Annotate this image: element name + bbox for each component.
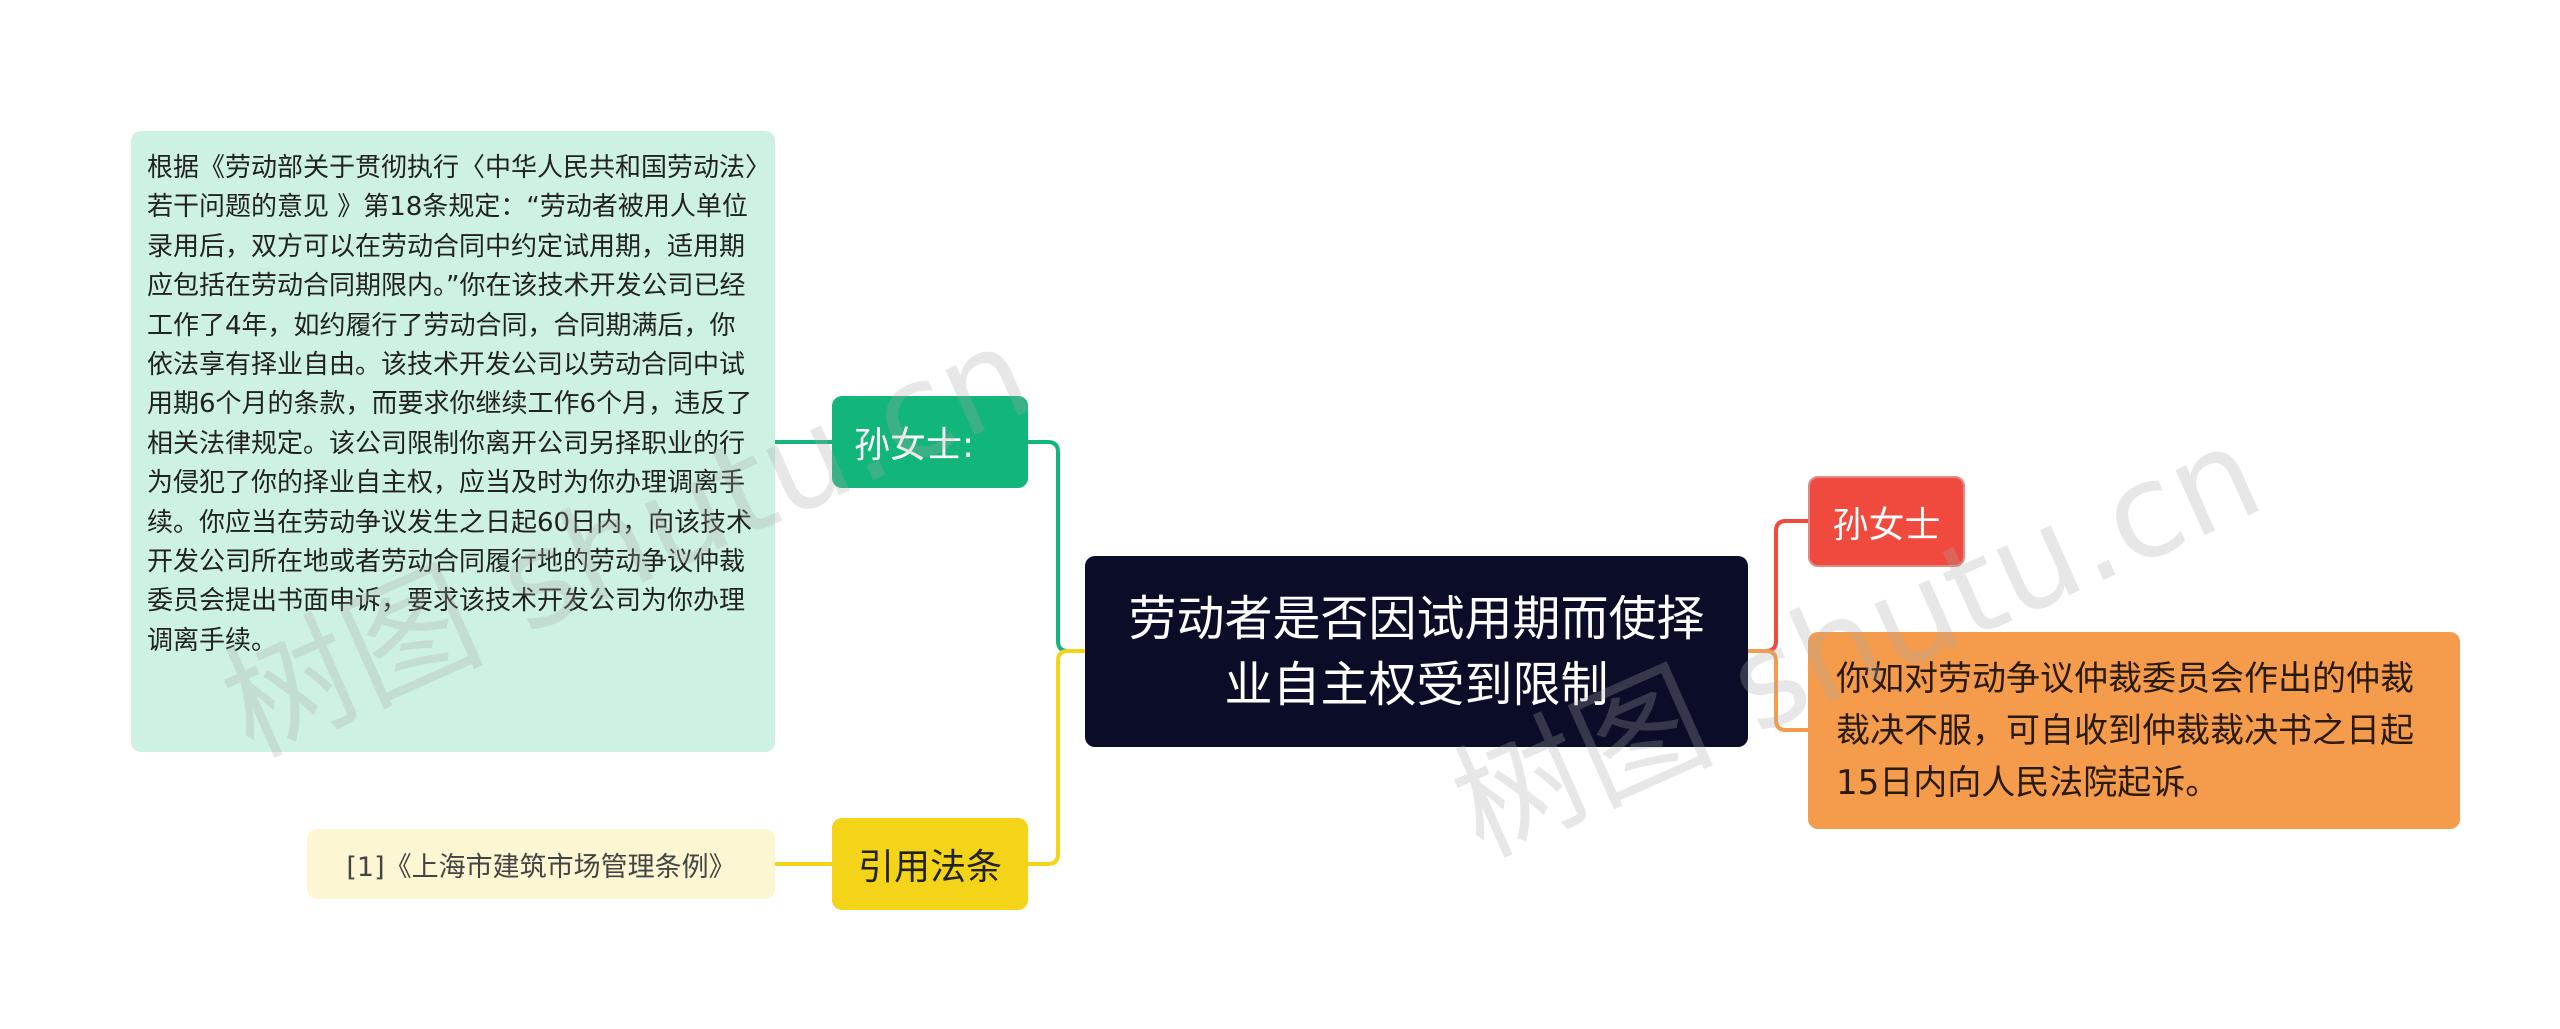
branch-cited-law-label: 引用法条 — [857, 847, 1002, 888]
connector-root-to-orange-branch — [1748, 649, 1808, 732]
branch-cited-law[interactable]: 引用法条 — [832, 818, 1028, 910]
branch-ms-sun[interactable]: 孙女士 — [1808, 476, 1965, 567]
branch-ms-sun-answer-label: 孙女士: — [854, 425, 975, 466]
root-topic[interactable]: 劳动者是否因试用期而使择业自主权受到限制 — [1085, 556, 1748, 747]
leaf-legal-explanation-text: 根据《劳动部关于贯彻执行〈中华人民共和国劳动法〉若干问题的意见 》第18条规定：… — [147, 153, 759, 656]
connector-root-to-yellow-branch — [1028, 649, 1085, 866]
root-topic-text: 劳动者是否因试用期而使择业自主权受到限制 — [1128, 590, 1705, 713]
leaf-cited-regulation-text: [1]《上海市建筑市场管理条例》 — [346, 851, 736, 883]
leaf-cited-regulation[interactable]: [1]《上海市建筑市场管理条例》 — [307, 829, 775, 899]
leaf-legal-explanation[interactable]: 根据《劳动部关于贯彻执行〈中华人民共和国劳动法〉若干问题的意见 》第18条规定：… — [131, 131, 775, 752]
branch-lawsuit-advice[interactable]: 你如对劳动争议仲裁委员会作出的仲裁裁决不服，可自收到仲裁裁决书之日起15日内向人… — [1808, 632, 2460, 829]
branch-ms-sun-label: 孙女士 — [1832, 504, 1941, 546]
branch-ms-sun-answer[interactable]: 孙女士: — [832, 396, 1028, 488]
branch-lawsuit-advice-text: 你如对劳动争议仲裁委员会作出的仲裁裁决不服，可自收到仲裁裁决书之日起15日内向人… — [1836, 658, 2414, 803]
connector-root-to-green-branch — [1028, 440, 1085, 653]
